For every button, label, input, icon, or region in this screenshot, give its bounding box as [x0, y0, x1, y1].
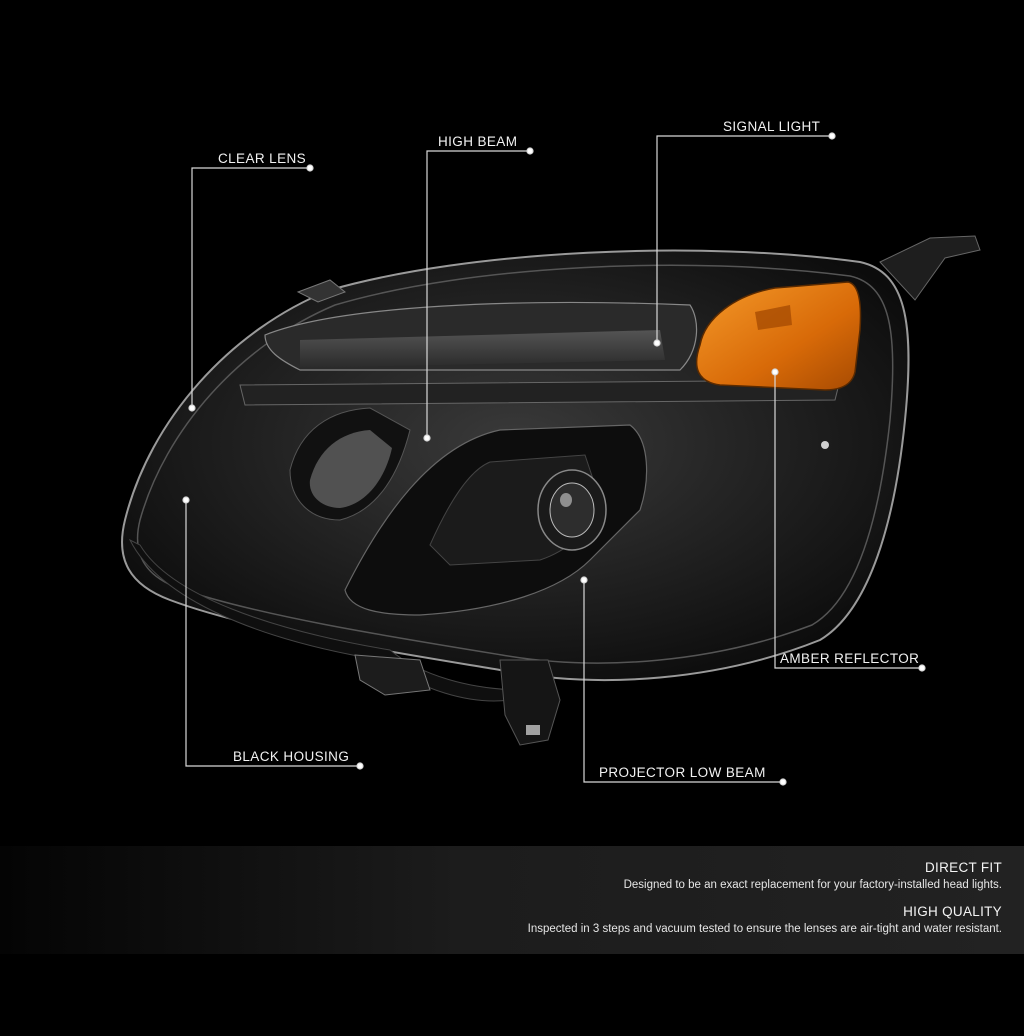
feature-high-quality: HIGH QUALITY Inspected in 3 steps and va…	[528, 904, 1002, 935]
feature-title: HIGH QUALITY	[903, 904, 1002, 919]
headlight-body	[121, 235, 981, 746]
label-black-housing: BLACK HOUSING	[233, 749, 350, 764]
label-signal-light: SIGNAL LIGHT	[723, 119, 821, 134]
feature-band	[0, 846, 1024, 954]
label-projector-low-beam: PROJECTOR LOW BEAM	[599, 765, 766, 780]
feature-direct-fit: DIRECT FIT Designed to be an exact repla…	[624, 860, 1002, 891]
feature-description: Designed to be an exact replacement for …	[623, 879, 1002, 891]
label-amber-reflector: AMBER REFLECTOR	[780, 651, 920, 666]
label-clear-lens: CLEAR LENS	[218, 151, 307, 166]
callout-lines	[182, 132, 926, 786]
label-high-beam: HIGH BEAM	[438, 134, 518, 149]
amber-reflector	[695, 281, 862, 391]
feature-title: DIRECT FIT	[925, 860, 1002, 875]
feature-description: Inspected in 3 steps and vacuum tested t…	[527, 923, 1002, 935]
